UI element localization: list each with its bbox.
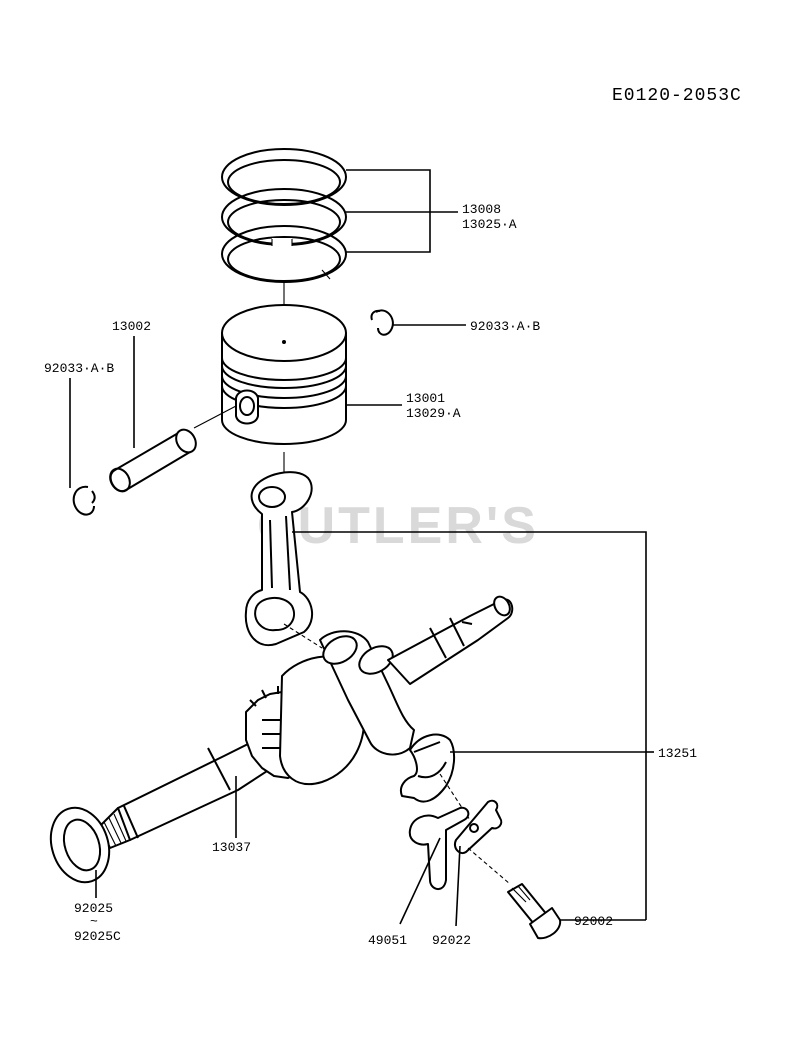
rod-bolt [467, 847, 562, 940]
label-washer-2: 92025C [74, 929, 121, 944]
piston [221, 304, 347, 445]
label-piston-pin: 13002 [112, 319, 151, 334]
washer [49, 806, 111, 884]
oil-dipper [408, 806, 470, 890]
label-washer-1: 92025 [74, 901, 113, 916]
piston-rings [221, 148, 347, 283]
connecting-rod [244, 452, 314, 647]
label-piston-1: 13001 [406, 391, 445, 406]
label-crankshaft: 13037 [212, 840, 251, 855]
label-washer-sep: ~ [90, 914, 98, 929]
crankshaft [99, 595, 514, 849]
label-lock-plate: 92022 [432, 933, 471, 948]
circlip-left [72, 485, 96, 516]
label-circlip-right: 92033·A·B [470, 319, 540, 334]
label-piston-rings-1: 13008 [462, 202, 501, 217]
piston-pin [109, 428, 197, 493]
rod-cap [400, 733, 456, 803]
label-circlip-left: 92033·A·B [44, 361, 114, 376]
part-labels: 13008 13025·A 92033·A·B 13002 92033·A·B … [44, 202, 697, 948]
lock-plate [454, 799, 503, 854]
label-piston-rings-2: 13025·A [462, 217, 517, 232]
label-rod-bolt: 92002 [574, 914, 613, 929]
label-piston-2: 13029·A [406, 406, 461, 421]
label-oil-dipper: 49051 [368, 933, 407, 948]
leader-lines [69, 169, 654, 927]
label-connecting-rod: 13251 [658, 746, 697, 761]
diagram-code: E0120-2053C [612, 86, 742, 106]
circlip-right [370, 309, 394, 336]
